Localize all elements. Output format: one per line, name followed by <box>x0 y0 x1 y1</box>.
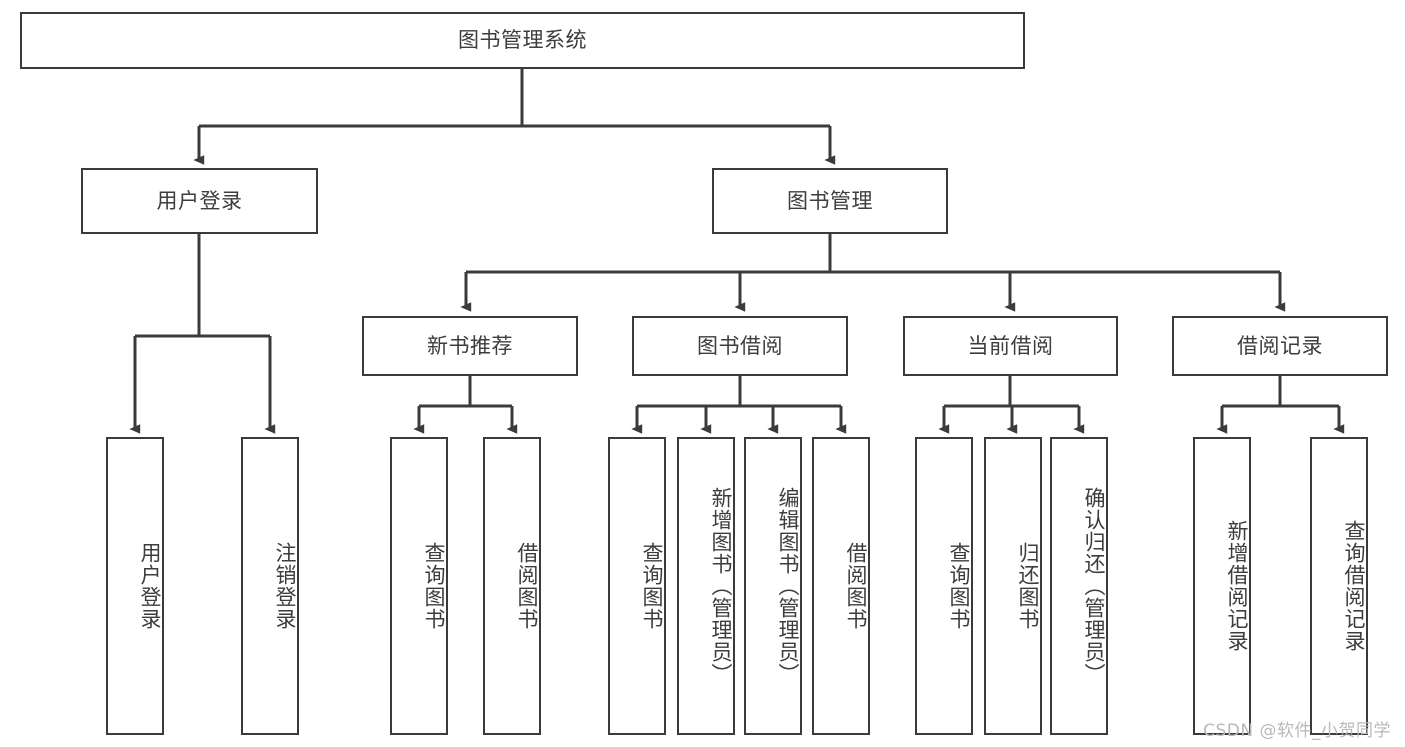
node-label: 确认归还（管理员） <box>1082 487 1106 685</box>
node-label: 借阅记录 <box>1237 333 1323 358</box>
node-label: 借阅图书 <box>844 542 868 630</box>
leaf-edit-book-admin[interactable]: 编辑图书（管理员） <box>744 437 802 735</box>
leaf-query-book-current[interactable]: 查询图书 <box>915 437 973 735</box>
node-root-system[interactable]: 图书管理系统 <box>20 12 1025 69</box>
node-label: 用户登录 <box>138 542 162 630</box>
node-label: 新增借阅记录 <box>1225 520 1249 652</box>
node-book-management[interactable]: 图书管理 <box>712 168 948 234</box>
leaf-logout-login[interactable]: 注销登录 <box>241 437 299 735</box>
leaf-add-borrow-record[interactable]: 新增借阅记录 <box>1193 437 1251 735</box>
leaf-return-book[interactable]: 归还图书 <box>984 437 1042 735</box>
node-current-borrow[interactable]: 当前借阅 <box>903 316 1118 376</box>
node-label: 借阅图书 <box>515 542 539 630</box>
node-label: 查询图书 <box>640 542 664 630</box>
node-label: 注销登录 <box>273 542 297 630</box>
node-label: 新书推荐 <box>427 333 513 358</box>
node-label: 查询借阅记录 <box>1342 520 1366 652</box>
leaf-query-borrow-record[interactable]: 查询借阅记录 <box>1310 437 1368 735</box>
node-label: 用户登录 <box>156 188 243 213</box>
leaf-borrow-book-recommend[interactable]: 借阅图书 <box>483 437 541 735</box>
node-label: 图书借阅 <box>697 333 783 358</box>
node-book-borrow[interactable]: 图书借阅 <box>632 316 848 376</box>
node-new-book-recommend[interactable]: 新书推荐 <box>362 316 578 376</box>
node-user-login[interactable]: 用户登录 <box>81 168 318 234</box>
node-label: 图书管理 <box>787 188 873 213</box>
leaf-user-login[interactable]: 用户登录 <box>106 437 164 735</box>
node-label: 新增图书（管理员） <box>709 487 733 685</box>
leaf-query-book-recommend[interactable]: 查询图书 <box>390 437 448 735</box>
node-label: 查询图书 <box>422 542 446 630</box>
leaf-confirm-return-admin[interactable]: 确认归还（管理员） <box>1050 437 1108 735</box>
node-label: 归还图书 <box>1016 542 1040 630</box>
leaf-add-book-admin[interactable]: 新增图书（管理员） <box>677 437 735 735</box>
node-borrow-record[interactable]: 借阅记录 <box>1172 316 1388 376</box>
node-label: 查询图书 <box>947 542 971 630</box>
node-label: 图书管理系统 <box>458 28 587 53</box>
watermark: CSDN @软件_小贺同学 <box>1203 721 1391 741</box>
node-label: 当前借阅 <box>967 333 1054 358</box>
leaf-query-book-borrow[interactable]: 查询图书 <box>608 437 666 735</box>
node-label: 编辑图书（管理员） <box>776 487 800 685</box>
leaf-borrow-book[interactable]: 借阅图书 <box>812 437 870 735</box>
